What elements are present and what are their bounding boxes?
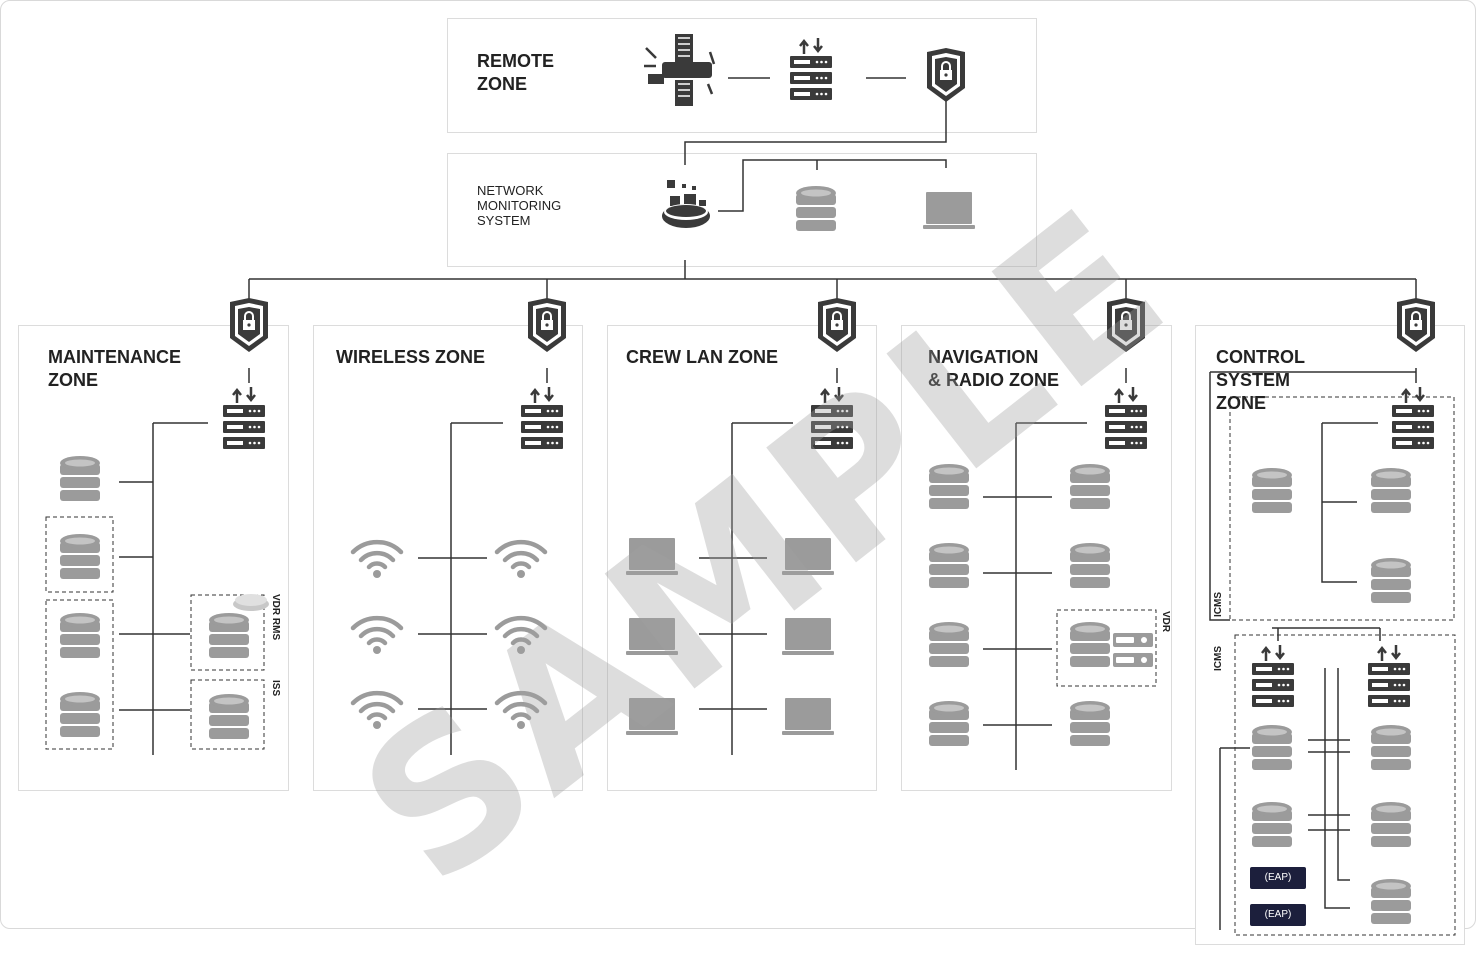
laptop-icon <box>923 192 975 229</box>
database-icon <box>1070 543 1110 588</box>
lock-shield-icon <box>1397 298 1435 352</box>
database-icon <box>1070 464 1110 509</box>
firewall-server-icon <box>223 387 265 449</box>
network-diagram: REMOTE ZONE NETWORK MONITORING SYSTEM MA… <box>0 0 1476 945</box>
wifi-icon <box>350 615 404 654</box>
database-icon <box>60 613 100 658</box>
vdr-label: VDR <box>1160 611 1171 633</box>
maintenance-zone-title: MAINTENANCE ZONE <box>48 347 181 390</box>
wireless-zone-title: WIRELESS ZONE <box>336 347 486 367</box>
satellite-icon <box>644 34 716 106</box>
iss-label: ISS <box>270 680 281 697</box>
lock-shield-icon <box>528 298 566 352</box>
cable-device-icon <box>233 594 269 611</box>
firewall-server-icon <box>1105 387 1147 449</box>
firewall-server-icon <box>811 387 853 449</box>
laptop-icon <box>626 618 678 655</box>
eap-badge-1: (EAP) <box>1250 867 1306 889</box>
firewall-server-icon <box>1392 387 1434 449</box>
icms-label-upper: ICMS <box>1213 592 1224 617</box>
eap-badge-2: (EAP) <box>1250 904 1306 926</box>
firewall-server-icon <box>1368 645 1410 707</box>
router-icon <box>1113 633 1153 667</box>
database-icon <box>929 464 969 509</box>
laptop-icon <box>626 698 678 735</box>
database-icon <box>60 456 100 501</box>
monitoring-hub-icon <box>662 180 710 228</box>
database-icon <box>796 186 836 231</box>
database-icon <box>1371 725 1411 770</box>
wifi-icon <box>494 539 548 578</box>
laptop-icon <box>626 538 678 575</box>
database-icon <box>1252 725 1292 770</box>
diagram-frame <box>0 0 1476 929</box>
wifi-icon <box>350 690 404 729</box>
device-icons <box>60 34 1435 924</box>
lock-shield-icon <box>927 48 965 102</box>
database-icon <box>1252 468 1292 513</box>
wifi-icon <box>350 539 404 578</box>
database-icon <box>209 613 249 658</box>
crew-lan-zone-title: CREW LAN ZONE <box>626 347 778 367</box>
navigation-zone-title: NAVIGATION & RADIO ZONE <box>928 347 1060 390</box>
database-icon <box>1252 802 1292 847</box>
database-icon <box>929 701 969 746</box>
database-icon <box>1371 558 1411 603</box>
nms-title: NETWORK MONITORING SYSTEM <box>477 183 562 228</box>
wifi-icon <box>494 690 548 729</box>
laptop-icon <box>782 618 834 655</box>
lock-shield-icon <box>230 298 268 352</box>
control-zone-title: CONTROL SYSTEM ZONE <box>1216 347 1305 413</box>
lock-shield-icon <box>1107 298 1145 352</box>
database-icon <box>60 534 100 579</box>
vdr-rms-label: VDR RMS <box>270 594 281 641</box>
firewall-server-icon <box>790 38 832 100</box>
connection-lines <box>45 77 1456 936</box>
database-icon <box>929 622 969 667</box>
lock-shield-icon <box>818 298 856 352</box>
wifi-icon <box>494 615 548 654</box>
database-icon <box>1070 701 1110 746</box>
firewall-server-icon <box>1252 645 1294 707</box>
database-icon <box>209 694 249 739</box>
database-icon <box>1371 802 1411 847</box>
database-icon <box>60 692 100 737</box>
laptop-icon <box>782 698 834 735</box>
firewall-server-icon <box>521 387 563 449</box>
database-icon <box>1371 879 1411 924</box>
laptop-icon <box>782 538 834 575</box>
remote-zone-title: REMOTE ZONE <box>477 51 555 94</box>
icms-label-lower: ICMS <box>1213 646 1224 671</box>
database-icon <box>1371 468 1411 513</box>
database-icon <box>1070 622 1110 667</box>
database-icon <box>929 543 969 588</box>
